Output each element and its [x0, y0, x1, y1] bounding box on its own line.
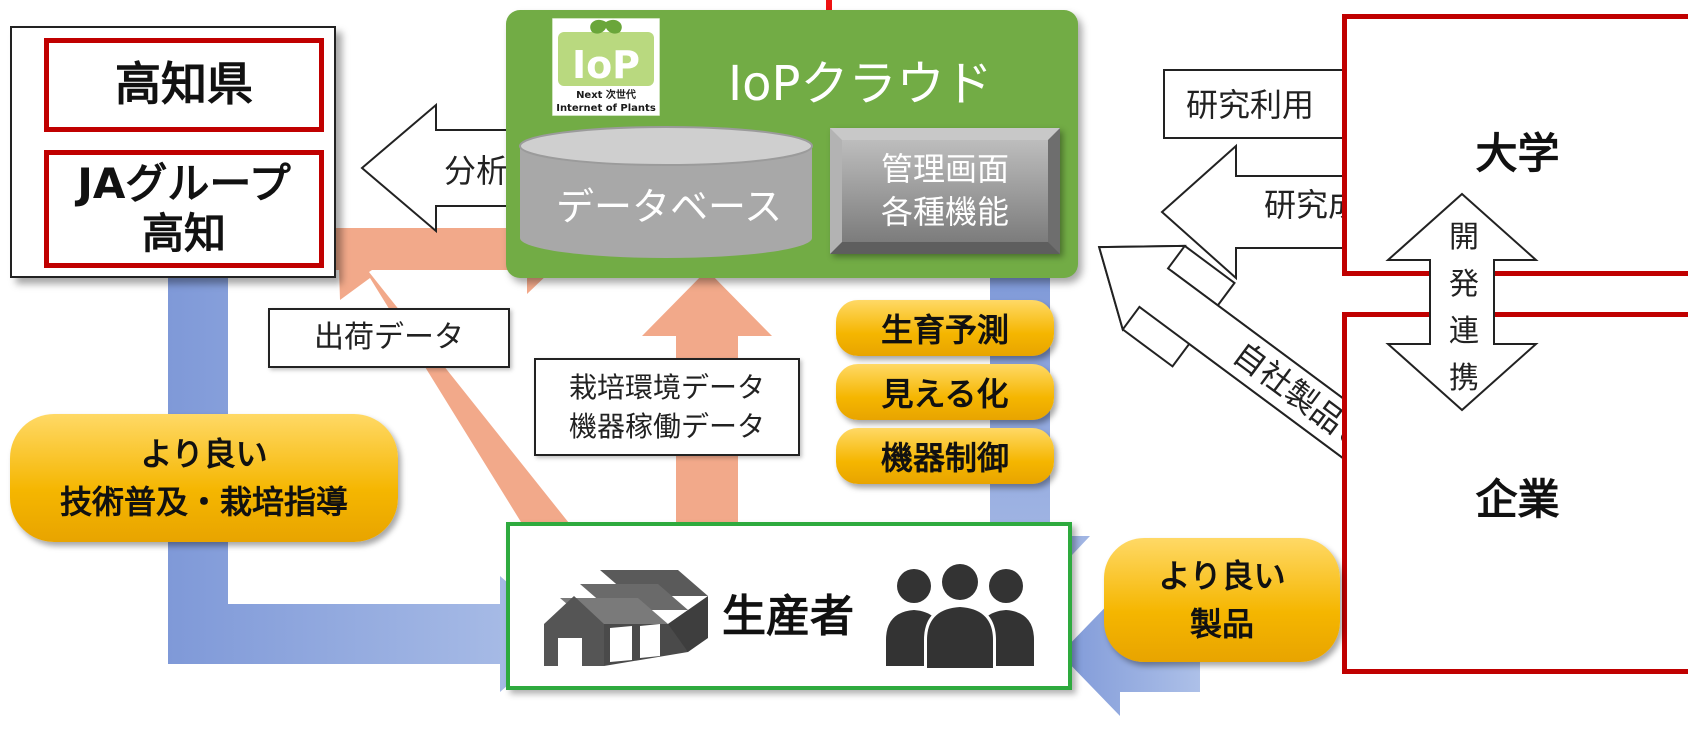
ja-group-label-line2: 高知 — [141, 209, 226, 258]
better-guidance-pill: より良い 技術普及・栽培指導 — [10, 414, 398, 542]
service-visualization-label: 見える化 — [881, 375, 1009, 413]
arrow-ja-to-database — [335, 204, 574, 294]
greenhouse-icon — [544, 570, 708, 666]
joint-dev-char-1: 開 — [1449, 220, 1479, 255]
company-label: 企業 — [1475, 475, 1560, 524]
producer-label: 生産者 — [722, 591, 854, 642]
env-data-label: 栽培環境データ 機器稼働データ — [534, 358, 800, 456]
research-use-label: 研究利用 — [1186, 86, 1315, 124]
env-data-line1: 栽培環境データ — [568, 370, 765, 404]
better-products-line1: より良い — [1158, 557, 1286, 595]
joint-dev-char-4: 携 — [1449, 361, 1479, 396]
kochi-prefecture-label: 高知県 — [115, 57, 253, 112]
service-growth-prediction: 生育予測 — [836, 300, 1054, 356]
joint-development-label: 開 発 連 携 — [1444, 214, 1484, 402]
better-guidance-line1: より良い — [140, 435, 268, 473]
joint-dev-char-2: 発 — [1449, 267, 1479, 302]
company-box: 企業 — [1342, 312, 1688, 674]
people-icon — [886, 561, 1034, 668]
better-guidance-line2: 技術普及・栽培指導 — [59, 483, 348, 521]
ja-group-label-line1: JAグループ — [77, 158, 291, 208]
service-visualization: 見える化 — [836, 364, 1054, 420]
database-label: データベース — [556, 185, 783, 229]
ja-group-box: JAグループ 高知 — [44, 150, 324, 268]
iop-logo-line1: Next 次世代 — [576, 88, 636, 101]
service-growth-prediction-label: 生育予測 — [880, 311, 1009, 349]
better-products-pill: より良い 製品 — [1104, 538, 1340, 662]
admin-line1: 管理画面 — [880, 149, 1009, 188]
iop-logo-line2: Internet of Plants — [556, 103, 656, 114]
shipping-data-text: 出荷データ — [314, 320, 464, 355]
joint-dev-char-3: 連 — [1449, 314, 1479, 349]
university-box: 大学 — [1342, 14, 1688, 276]
kochi-prefecture-box: 高知県 — [44, 38, 324, 132]
service-device-control-label: 機器制御 — [880, 439, 1009, 477]
database-cylinder — [519, 126, 813, 258]
iop-logo: IoP Next 次世代 Internet of Plants — [552, 18, 660, 116]
service-device-control: 機器制御 — [836, 428, 1054, 484]
env-data-line2: 機器稼働データ — [568, 410, 765, 443]
admin-line2: 各種機能 — [880, 193, 1009, 231]
iop-logo-mark: IoP — [572, 43, 640, 87]
better-products-line2: 製品 — [1189, 605, 1254, 643]
iop-cloud-title: IoPクラウド — [728, 56, 993, 112]
joint-development-arrow — [1385, 192, 1539, 412]
shipping-data-label: 出荷データ — [268, 308, 510, 368]
analysis-label: 分析 — [444, 152, 509, 190]
university-label: 大学 — [1475, 129, 1560, 178]
admin-functions-panel: 管理画面 各種機能 — [830, 128, 1060, 254]
